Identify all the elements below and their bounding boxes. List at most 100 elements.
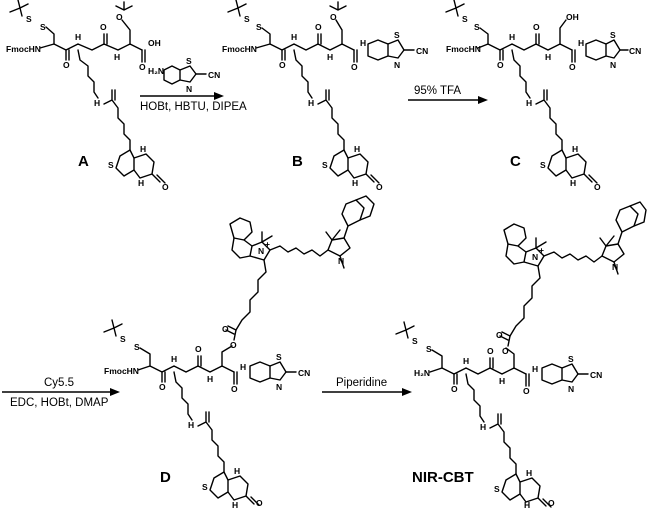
atom-nh: H [308,98,314,108]
h2n-label: H₂N [148,66,164,76]
atom-s: S [134,342,140,352]
arrowhead-icon [402,388,412,396]
atom-s: S [244,14,250,24]
atom-s: S [26,14,32,24]
atom-s: S [568,354,574,364]
atom-o: O [496,330,503,340]
biotin-nh-label: H [572,144,578,154]
atom-s: S [120,334,126,344]
atom-o: O [222,324,229,334]
atom-s: S [462,14,468,24]
compound-label-b: B [292,153,303,170]
atom-nh: H [240,362,246,372]
compound-label-d: D [160,469,171,486]
biotin-nh-label: H [570,178,576,188]
atom-o: O [351,62,358,72]
cn-label: CN [208,70,220,80]
atom-nh: H [509,32,515,42]
cn-label: CN [590,370,602,380]
biotin-o-label: O [162,182,169,192]
arrowhead-icon [110,388,120,396]
cy55-nplus-label: N [258,246,264,256]
step2-reagent: 95% TFA [414,85,461,97]
atom-o: O [230,340,237,350]
atom-nh: H [207,374,213,384]
atom-s: S [276,352,282,362]
biotin-s-label: S [494,484,500,494]
atom-nh: H [327,52,333,62]
atom-nh: H [578,38,584,48]
atom-nh: H [532,364,538,374]
fmoc-nh-label: FmocHN [6,44,41,54]
atom-o: O [569,62,576,72]
atom-o: O [63,60,70,70]
biotin-nh-label: H [352,178,358,188]
biotin-s-label: S [540,160,546,170]
atom-s: S [610,30,616,40]
atom-s: S [256,22,262,32]
biotin-nh-label: H [232,500,238,509]
atom-s: S [40,22,46,32]
biotin-nh-label: H [138,178,144,188]
biotin-o-label: O [594,182,601,192]
biotin-nh-label: H [234,466,240,476]
cbt-reagent-structure: H₂N S N CN [148,56,220,94]
atom-o: O [533,22,540,32]
atom-n: N [612,262,618,272]
plus-charge-label: + [265,239,270,249]
atom-nh: H [360,38,366,48]
compound-label-c: C [510,153,521,170]
biotin-nh-label: H [524,500,530,509]
atom-s: S [412,336,418,346]
biotin-o-label: O [256,498,263,508]
compound-label-nir-cbt: NIR-CBT [412,469,474,486]
cn-label: CN [629,46,641,56]
cy55-nplus-label: N [532,252,538,262]
cn-label: CN [416,46,428,56]
biotin-nh-label: H [526,468,532,478]
atom-n: N [276,382,282,392]
atom-n: N [338,256,344,266]
atom-nh: H [545,52,551,62]
fmoc-nh-label: FmocHN [222,44,257,54]
atom-nh: H [171,354,177,364]
atom-o: O [502,346,509,356]
atom-nh: H [499,376,505,386]
atom-o: O [451,384,458,394]
atom-nh: H [188,420,194,430]
atom-n: N [610,60,616,70]
atom-n: N [394,60,400,70]
fmoc-nh-label: FmocHN [104,366,139,376]
fmoc-nh-label: FmocHN [446,44,481,54]
atom-s: S [426,344,432,354]
biotin-s-label: S [322,160,328,170]
atom-o: O [195,344,202,354]
atom-o: O [139,62,146,72]
atom-o: O [231,384,238,394]
atom-nh: H [480,422,486,432]
biotin-o-label: O [376,182,383,192]
arrowhead-icon [478,96,488,104]
atom-nh: H [291,32,297,42]
biotin-nh-label: H [354,144,360,154]
atom-nh: H [463,356,469,366]
arrowhead-icon [214,92,224,100]
acid-oh-label: OH [148,38,161,48]
atom-s: S [186,56,192,66]
atom-o: O [100,22,107,32]
step4-reagent: Piperidine [336,377,387,389]
hydroxyl-label: OH [566,12,579,22]
compound-a-structure: S S FmocHN O H O H O OH O H [6,0,166,184]
atom-nh: H [114,52,120,62]
atom-o: O [279,60,286,70]
biotin-s-label: S [202,482,208,492]
compound-c-structure: S S FmocHN O H O H O H OH [445,0,629,184]
compound-label-a: A [78,153,89,170]
atom-o: O [497,60,504,70]
compound-d-structure: S S FmocHN O H O H O [103,195,375,506]
cn-label: CN [298,368,310,378]
atom-o: O [315,22,322,32]
atom-n: N [186,84,192,94]
biotin-nh-label: H [140,144,146,154]
